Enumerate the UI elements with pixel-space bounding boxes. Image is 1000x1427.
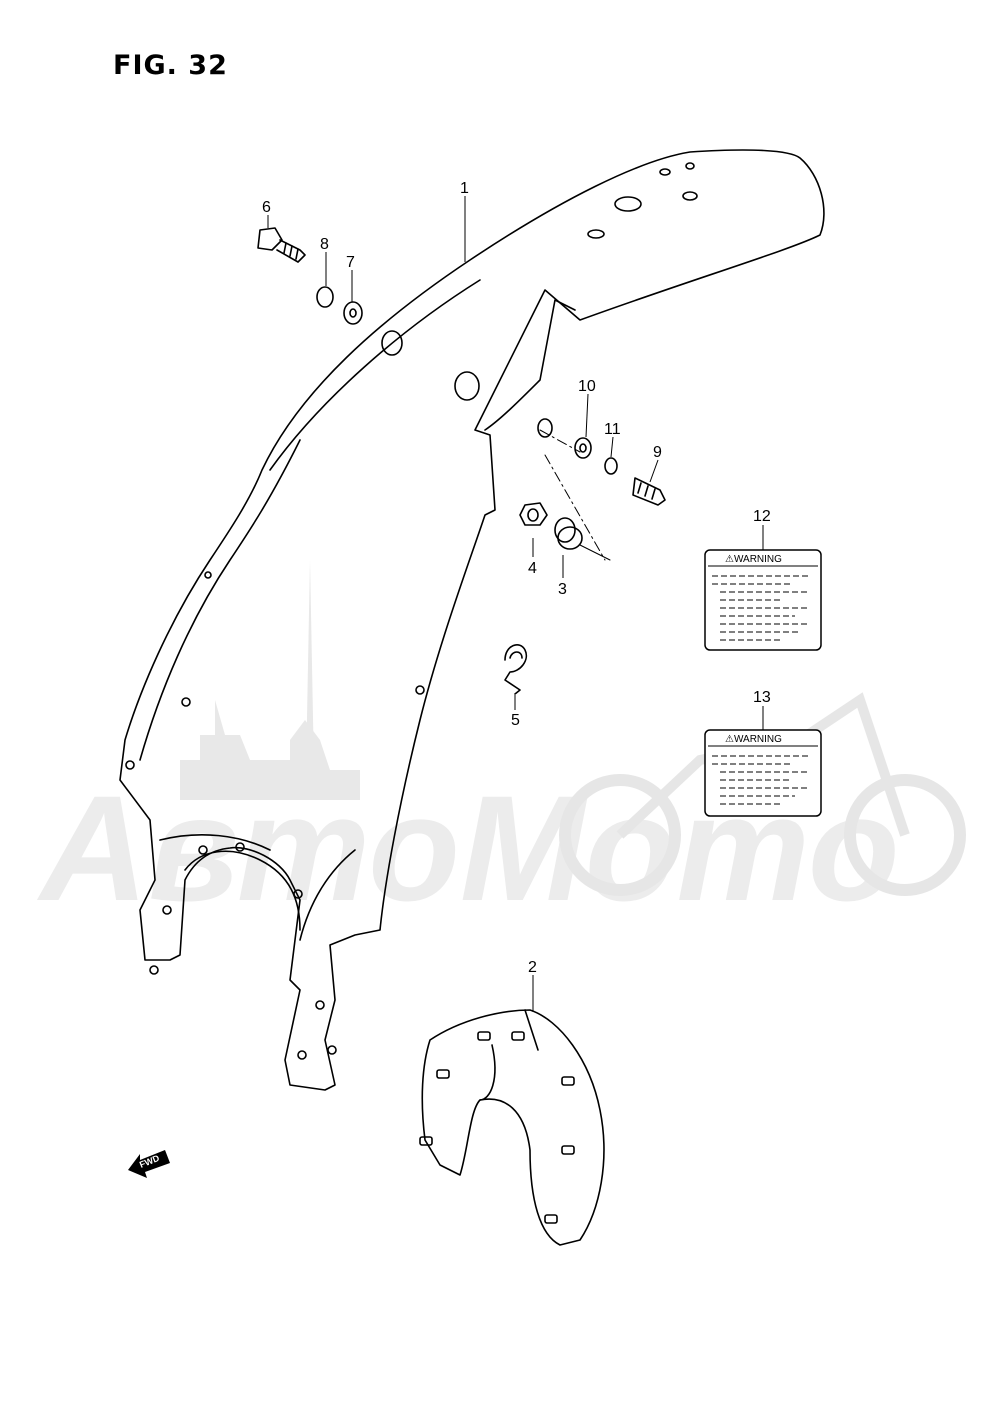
- watermark-spire: [306, 560, 314, 770]
- callout-numbers: 6 8 7 1 10 11 9 12 13 4 3 5 2: [262, 180, 771, 976]
- fender-bolt-hole-2: [415, 685, 425, 695]
- callout-2: 2: [528, 959, 537, 976]
- clamp-5: [504, 644, 528, 695]
- watermark-skyline: [180, 700, 360, 800]
- fender-bolt-hole-7: [293, 889, 303, 899]
- washer-10: [574, 437, 592, 459]
- fender-hole-top-large: [614, 196, 642, 212]
- collar-leader: [579, 544, 611, 561]
- callout-7: 7: [346, 254, 355, 271]
- warning-label-13-title: ⚠WARNING: [725, 734, 782, 745]
- fender-bolt-hole-3: [181, 697, 191, 707]
- callout-3: 3: [558, 581, 567, 598]
- warning-label-12-title: ⚠WARNING: [725, 554, 782, 565]
- callout-10: 10: [578, 378, 596, 395]
- fender-hole-top-2: [682, 191, 698, 201]
- fender-bolt-hole-12: [297, 1050, 307, 1060]
- collar-3: [554, 517, 583, 550]
- watermark-wheel-front: [844, 774, 966, 896]
- fender-hole-top-1: [587, 229, 605, 239]
- warning-label-13: ⚠WARNING: [704, 729, 822, 817]
- callout-9: 9: [653, 444, 662, 461]
- forward-direction-arrow: FWD: [128, 1150, 170, 1178]
- fender-bolt-hole-1: [204, 571, 212, 579]
- callout-1: 1: [460, 180, 469, 197]
- callout-8: 8: [320, 236, 329, 253]
- callout-11: 11: [604, 421, 621, 438]
- rear-fender: [119, 149, 825, 1091]
- nut-4: [519, 502, 548, 526]
- fender-hole-side-1: [381, 330, 403, 356]
- washer-7: [343, 301, 363, 325]
- watermark-wheel-rear: [559, 774, 681, 896]
- fender-bolt-hole-9: [149, 965, 159, 975]
- fender-hole-stay: [537, 418, 553, 438]
- mud-flap: [419, 1009, 605, 1246]
- bolt-9: [632, 477, 666, 506]
- warning-label-13-text-lines: [712, 755, 810, 805]
- fender-bolt-hole-5: [198, 845, 208, 855]
- callout-13: 13: [753, 689, 771, 706]
- lock-washer-11: [604, 457, 618, 475]
- callout-5: 5: [511, 712, 520, 729]
- fender-bolt-hole-11: [327, 1045, 337, 1055]
- fender-hole-top-3: [659, 168, 671, 176]
- warning-label-12-text-lines: [712, 575, 810, 641]
- warning-label-12: ⚠WARNING: [704, 549, 822, 651]
- callout-12: 12: [753, 508, 771, 525]
- figure-title: FIG. 32: [113, 50, 228, 81]
- fender-bolt-hole-8: [162, 905, 172, 915]
- bolt-6: [257, 227, 306, 263]
- callout-4: 4: [528, 560, 537, 577]
- fender-hole-top-4: [685, 162, 695, 170]
- alignment-lines: [539, 429, 606, 561]
- lock-washer-8: [316, 286, 334, 308]
- mud-flap-studs: [419, 1031, 575, 1224]
- fender-bolt-hole-6: [235, 842, 245, 852]
- fender-bolt-hole-10: [315, 1000, 325, 1010]
- fender-bolt-hole-4: [125, 760, 135, 770]
- leader-lines: [267, 196, 764, 1012]
- fender-hole-side-2: [454, 371, 480, 401]
- callout-6: 6: [262, 199, 271, 216]
